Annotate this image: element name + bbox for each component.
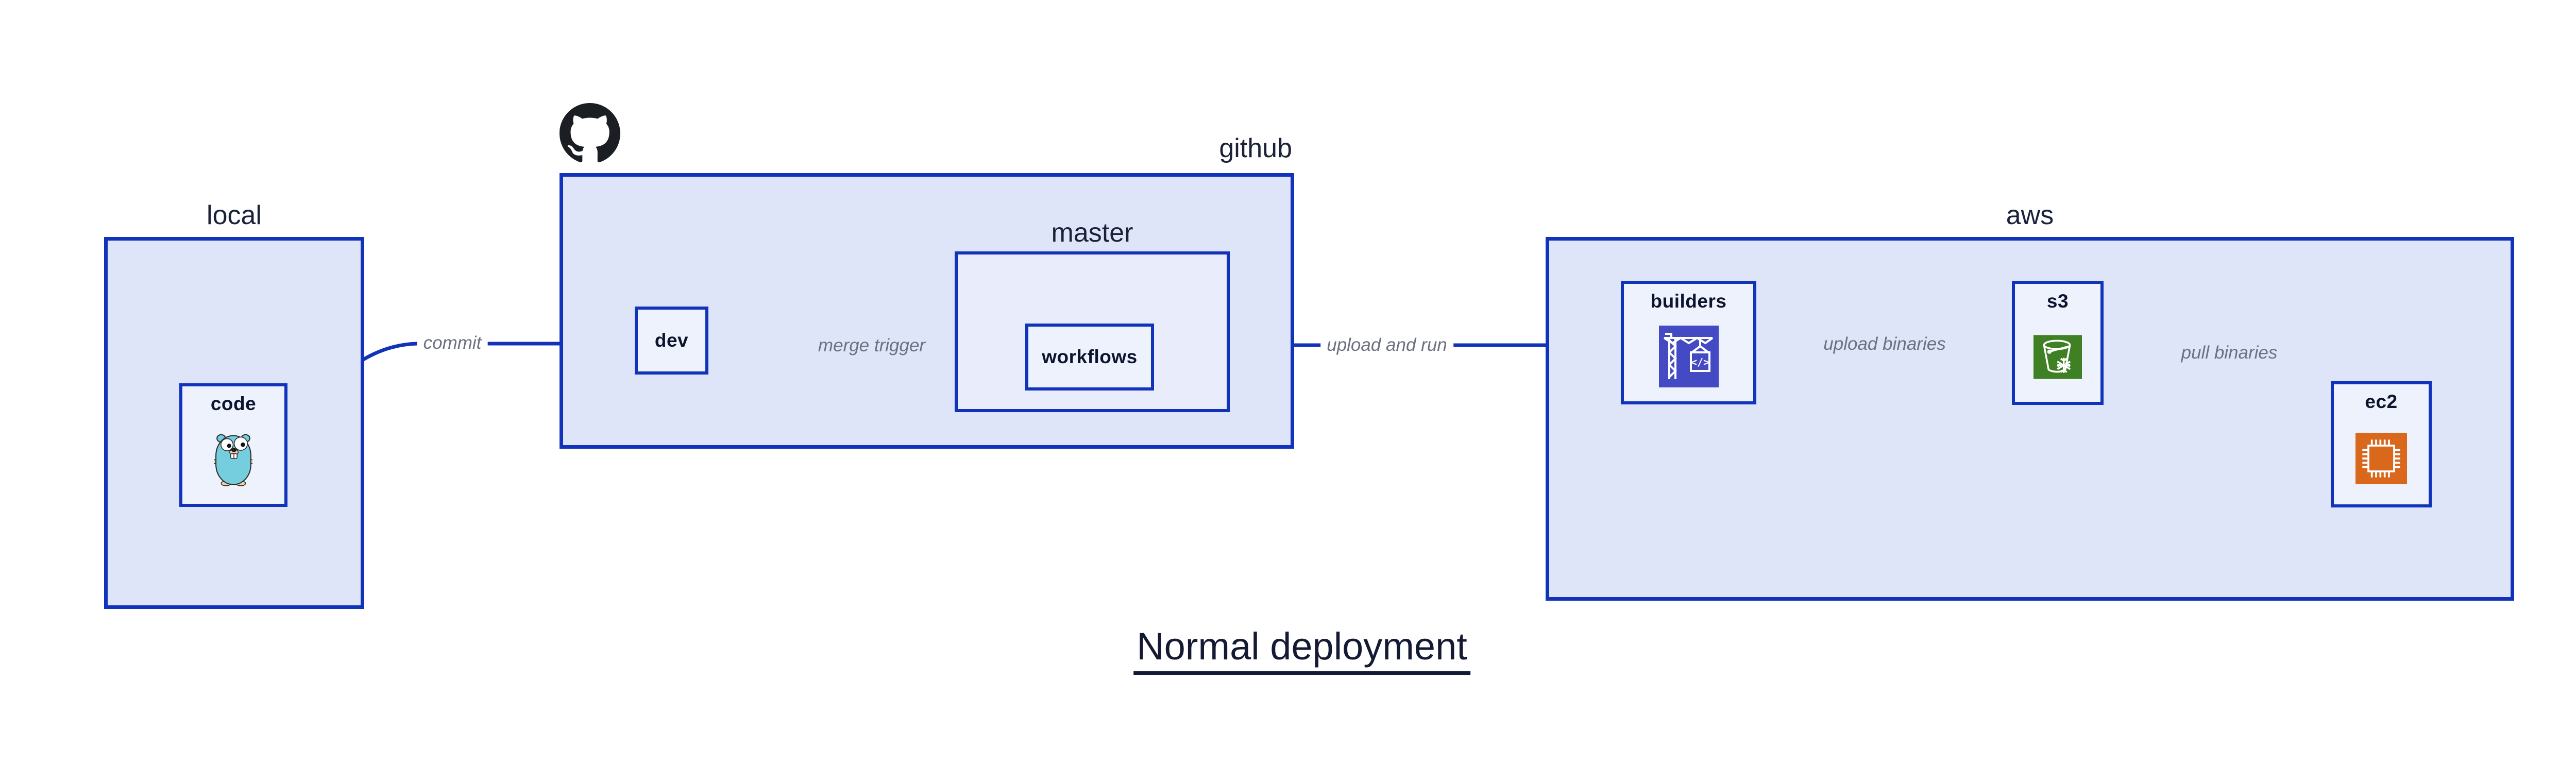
node-ec2: ec2	[2331, 381, 2432, 507]
edge-label-commit: commit	[417, 332, 488, 354]
node-s3-icon-area	[2015, 312, 2100, 402]
github-octocat-icon	[560, 103, 620, 163]
node-builders-icon-area: </>	[1624, 312, 1753, 401]
node-dev: dev	[635, 307, 708, 375]
svg-text:</>: </>	[1690, 356, 1709, 368]
node-s3-label: s3	[2046, 291, 2069, 312]
node-builders-label: builders	[1650, 291, 1727, 312]
container-github-label: github	[1219, 133, 1292, 163]
node-code-label: code	[210, 393, 257, 414]
node-s3: s3	[2012, 281, 2104, 405]
go-gopher-icon	[214, 434, 252, 487]
container-master-label: master	[1051, 218, 1133, 248]
node-code: code	[179, 383, 287, 507]
edge-label-merge-trigger: merge trigger	[811, 334, 932, 357]
aws-s3-glacier-bucket-icon	[2033, 335, 2082, 379]
node-workflows-label: workflows	[1042, 346, 1138, 367]
container-aws-label: aws	[2006, 200, 2054, 230]
node-ec2-label: ec2	[2365, 391, 2398, 412]
aws-ec2-chip-icon	[2355, 432, 2407, 484]
node-ec2-icon-area	[2334, 413, 2429, 504]
diagram-title: Normal deployment	[1133, 624, 1470, 675]
container-local-label: local	[207, 200, 262, 230]
aws-codebuild-icon: </>	[1658, 326, 1719, 388]
node-workflows: workflows	[1025, 324, 1154, 390]
edge-label-upload-binaries: upload binaries	[1817, 333, 1952, 355]
node-code-icon-area	[182, 415, 284, 504]
edge-label-upload-and-run: upload and run	[1320, 334, 1453, 356]
node-builders: builders </>	[1621, 281, 1756, 404]
edge-label-pull-binaries: pull binaries	[2175, 342, 2284, 364]
node-dev-label: dev	[654, 329, 689, 351]
